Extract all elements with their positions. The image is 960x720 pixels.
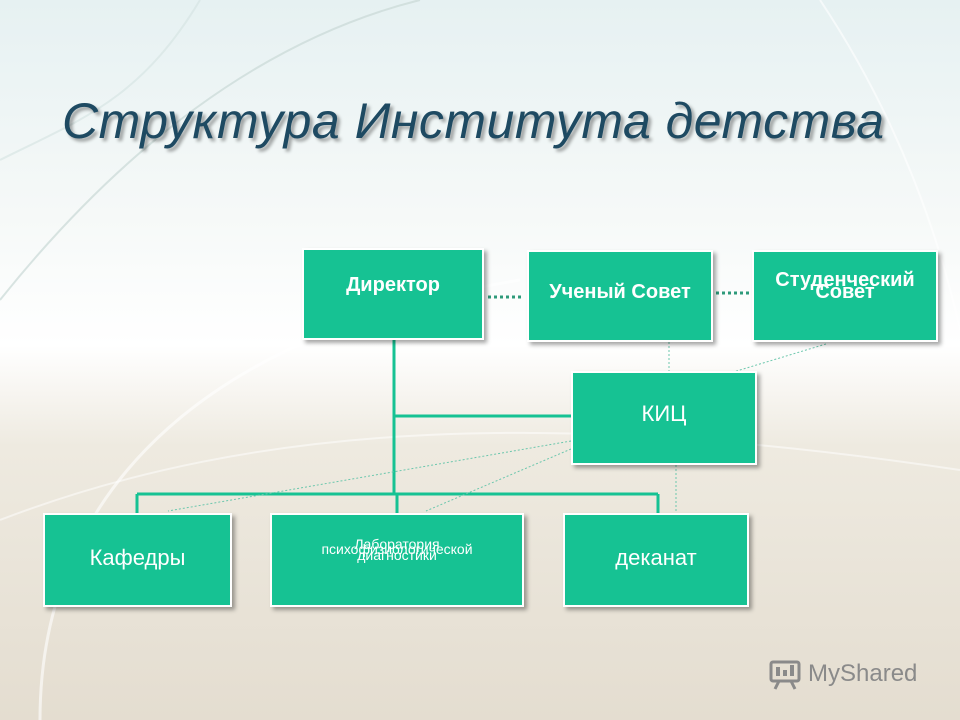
lab-line2: психофизиологической <box>321 541 473 558</box>
box-laboratory-label: Лаборатория психофизиологической диагнос… <box>321 536 472 563</box>
student-council-line2: Совет <box>815 281 875 303</box>
box-dekanat: деканат <box>563 513 749 607</box>
box-director-label: Директор <box>346 274 440 296</box>
student-council-line1: Студенческий <box>775 269 915 291</box>
thin-kic-lab <box>425 448 572 512</box>
thin-kic-kafedry <box>167 440 572 512</box>
lab-line1: Лаборатория <box>354 535 440 552</box>
box-director: Директор <box>302 248 484 340</box>
presentation-board-icon <box>769 660 801 690</box>
lab-line3: диагностики <box>357 546 437 563</box>
box-student-council-label: Студенческий Совет <box>775 269 914 303</box>
watermark-text: MyShared <box>808 660 918 687</box>
box-kic: КИЦ <box>571 371 757 465</box>
slide-title: Структура Института детства <box>62 93 885 149</box>
box-kafedry: Кафедры <box>43 513 232 607</box>
box-kafedry-label: Кафедры <box>89 544 186 570</box>
box-scientific-council-label: Ученый Совет <box>549 281 691 303</box>
box-student-council: Студенческий Совет <box>752 250 938 342</box>
box-scientific-council: Ученый Совет <box>527 250 713 342</box>
myshared-watermark: MyShared <box>768 657 917 691</box>
box-kic-label: КИЦ <box>641 400 687 426</box>
box-dekanat-label: деканат <box>615 544 697 570</box>
box-laboratory: Лаборатория психофизиологической диагнос… <box>270 513 524 607</box>
thin-student-kic <box>729 343 827 374</box>
